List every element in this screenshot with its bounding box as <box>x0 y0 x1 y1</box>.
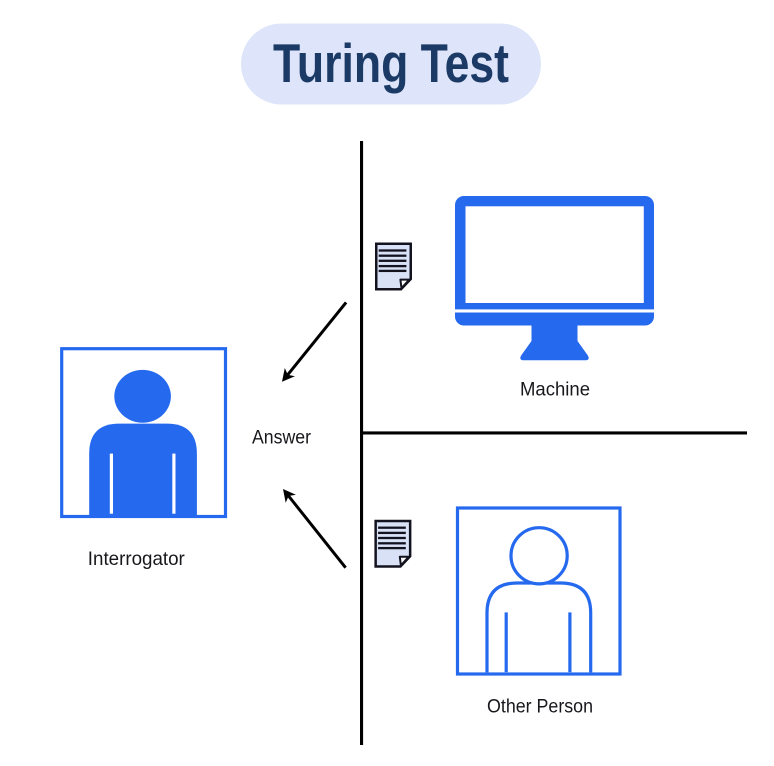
svg-text:Turing Test: Turing Test <box>273 32 509 94</box>
svg-text:Machine: Machine <box>520 379 590 401</box>
svg-text:Answer: Answer <box>252 427 311 449</box>
svg-text:Interrogator: Interrogator <box>88 548 185 570</box>
svg-text:Other Person: Other Person <box>487 696 593 718</box>
